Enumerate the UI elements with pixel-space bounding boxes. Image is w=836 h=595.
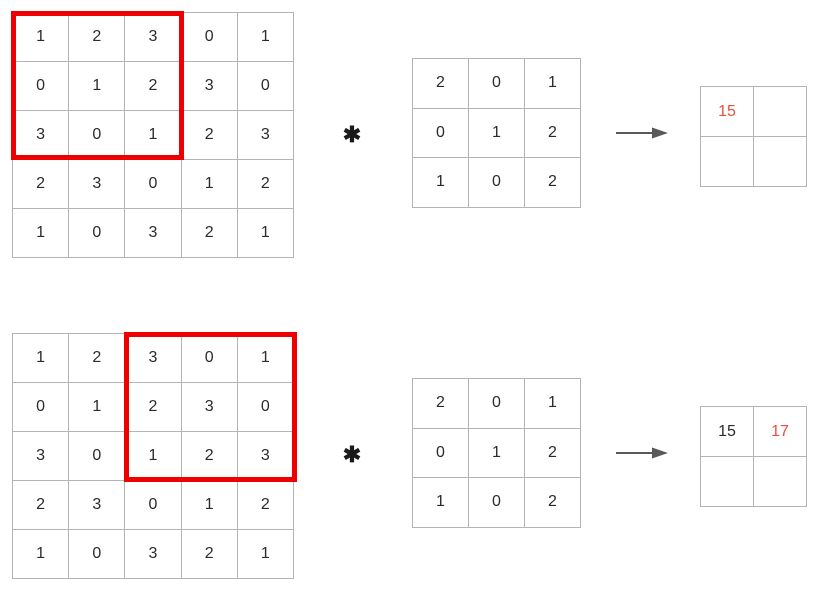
matrix-cell: 1	[237, 13, 294, 62]
matrix-cell: 3	[13, 111, 70, 160]
matrix-cell: 2	[181, 209, 238, 258]
matrix-cell: 2	[181, 530, 238, 579]
matrix-cell: 2	[413, 59, 469, 109]
matrix-cell: 1	[469, 428, 525, 478]
matrix-cell: 1	[125, 432, 182, 481]
matrix-cell	[754, 457, 807, 507]
matrix-cell: 3	[13, 432, 70, 481]
matrix-cell: 0	[69, 530, 126, 579]
matrix-cell: 1	[13, 334, 70, 383]
matrix-cell: 0	[237, 62, 294, 111]
matrix-cell: 3	[181, 383, 238, 432]
matrix-cell	[701, 137, 754, 187]
matrix-cell: 2	[69, 13, 126, 62]
matrix-cell	[754, 87, 807, 137]
matrix-cell: 3	[181, 62, 238, 111]
matrix-cell: 2	[525, 428, 581, 478]
matrix-cell: 2	[13, 481, 70, 530]
matrix-cell: 1	[181, 481, 238, 530]
matrix-cell: 0	[181, 334, 238, 383]
matrix-cell: 2	[13, 160, 70, 209]
matrix-cell: 0	[469, 478, 525, 528]
matrix-cell: 0	[413, 108, 469, 158]
matrix-cell: 2	[181, 432, 238, 481]
matrix-cell: 3	[125, 13, 182, 62]
matrix-cell: 1	[469, 108, 525, 158]
matrix-cell: 0	[69, 432, 126, 481]
matrix-cell: 2	[525, 108, 581, 158]
matrix-cell: 1	[237, 334, 294, 383]
matrix-cell: 0	[469, 158, 525, 208]
matrix-cell: 1	[69, 383, 126, 432]
matrix-cell: 0	[237, 383, 294, 432]
matrix-cell: 0	[413, 428, 469, 478]
convolution-operator-step-1: ✱	[342, 122, 362, 147]
matrix-cell: 0	[181, 13, 238, 62]
matrix-cell: 3	[237, 432, 294, 481]
matrix-cell: 0	[469, 379, 525, 429]
matrix-cell: 3	[125, 209, 182, 258]
matrix-cell: 3	[125, 334, 182, 383]
matrix-cell: 0	[13, 62, 70, 111]
matrix-cell: 3	[237, 111, 294, 160]
matrix-cell: 2	[69, 334, 126, 383]
matrix-cell: 1	[525, 379, 581, 429]
matrix-cell: 2	[125, 383, 182, 432]
matrix-cell: 1	[237, 530, 294, 579]
matrix-cell	[701, 457, 754, 507]
matrix-cell	[754, 137, 807, 187]
matrix-cell: 0	[69, 209, 126, 258]
convolution-operator-step-2: ✱	[342, 442, 362, 467]
matrix-cell: 15	[701, 87, 754, 137]
output-matrix-step-1: 15	[700, 86, 807, 187]
matrix-cell: 1	[413, 478, 469, 528]
matrix-cell: 0	[69, 111, 126, 160]
matrix-cell: 1	[237, 209, 294, 258]
matrix-cell: 1	[413, 158, 469, 208]
matrix-cell: 2	[237, 481, 294, 530]
matrix-cell: 3	[125, 530, 182, 579]
matrix-cell: 1	[13, 530, 70, 579]
matrix-cell: 2	[125, 62, 182, 111]
matrix-cell: 1	[125, 111, 182, 160]
matrix-cell: 0	[125, 160, 182, 209]
matrix-cell: 2	[525, 158, 581, 208]
matrix-cell: 17	[754, 407, 807, 457]
matrix-cell: 3	[69, 481, 126, 530]
matrix-cell: 2	[525, 478, 581, 528]
matrix-cell: 1	[13, 209, 70, 258]
matrix-cell: 15	[701, 407, 754, 457]
matrix-cell: 0	[469, 59, 525, 109]
matrix-cell: 0	[13, 383, 70, 432]
matrix-cell: 1	[13, 13, 70, 62]
matrix-cell: 1	[181, 160, 238, 209]
matrix-cell: 1	[525, 59, 581, 109]
matrix-cell: 0	[125, 481, 182, 530]
matrix-cell: 2	[413, 379, 469, 429]
arrow-right-icon-step-2	[616, 447, 668, 459]
matrix-cell: 1	[69, 62, 126, 111]
arrow-right-icon-step-1	[616, 127, 668, 139]
matrix-cell: 2	[181, 111, 238, 160]
matrix-cell: 2	[237, 160, 294, 209]
matrix-cell: 3	[69, 160, 126, 209]
